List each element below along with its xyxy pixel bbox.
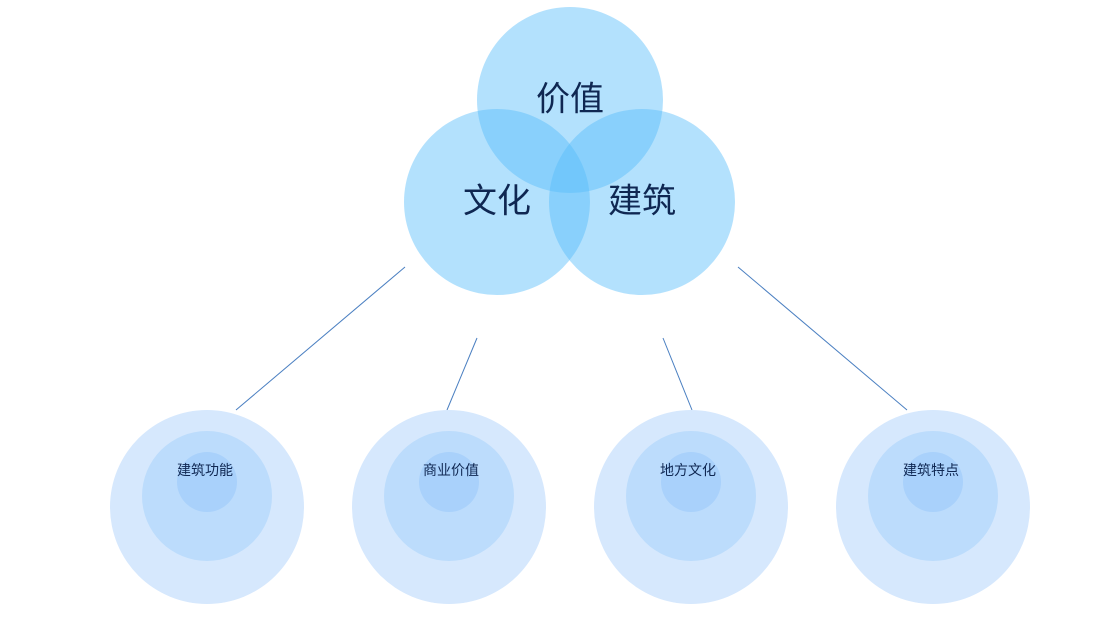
node-4-inner-ring	[903, 452, 963, 512]
connector-line-1	[235, 266, 406, 411]
node-4: 建筑特点	[836, 410, 1030, 604]
node-3-inner-ring	[661, 452, 721, 512]
node-3-label: 地方文化	[660, 463, 716, 479]
venn-label-top: 价值	[536, 80, 604, 120]
node-3: 地方文化	[594, 410, 788, 604]
venn-label-left: 文化	[463, 182, 531, 222]
connector-lines	[235, 266, 908, 411]
node-1-label: 建筑功能	[177, 463, 233, 479]
connector-line-4	[737, 266, 908, 411]
connector-line-3	[662, 337, 693, 411]
node-2-inner-ring	[419, 452, 479, 512]
venn-label-right: 建筑	[608, 182, 676, 222]
node-4-label: 建筑特点	[903, 463, 959, 479]
connector-line-2	[446, 337, 478, 411]
venn-circle-top	[477, 7, 663, 193]
node-2: 商业价值	[352, 410, 546, 604]
node-1: 建筑功能	[110, 410, 304, 604]
node-1-inner-ring	[177, 452, 237, 512]
venn-diagram: 价值 文化 建筑	[404, 7, 735, 295]
node-2-label: 商业价值	[423, 463, 479, 479]
venn-circle-right	[549, 109, 735, 295]
venn-circle-left	[404, 109, 590, 295]
